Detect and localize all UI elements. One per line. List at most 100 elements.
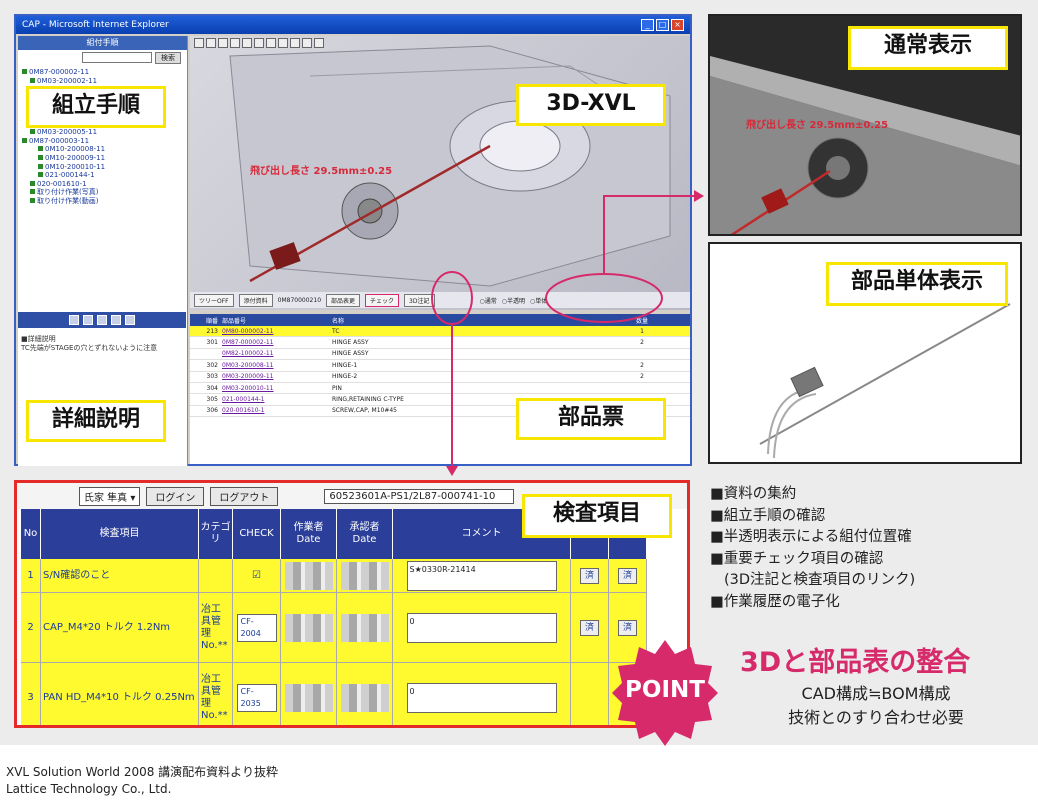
tree-item[interactable]: 020-001610-1	[22, 180, 183, 189]
part-number-link[interactable]: 0M87-000002-11	[222, 339, 274, 347]
tree-item[interactable]: 0M10-200010-11	[22, 163, 183, 172]
bom-update-button[interactable]: 部品表更	[326, 293, 361, 307]
part-id-label: 0M870000210	[277, 296, 322, 304]
tree-item[interactable]: 0M87-000003-11	[22, 137, 183, 146]
comment-cell[interactable]: 0	[393, 593, 571, 663]
last-icon[interactable]	[125, 315, 135, 325]
done-button[interactable]: 済	[579, 619, 599, 636]
tool-icon[interactable]	[302, 38, 312, 48]
tool-id-field[interactable]: CF-2004	[236, 613, 277, 642]
drawing-code-field[interactable]: 60523601A-PS1/2L87-000741-10	[324, 488, 515, 504]
pane-header: 組付手順	[18, 36, 187, 50]
tool-icon[interactable]	[290, 38, 300, 48]
tree-item-label: 0M87-000003-11	[29, 136, 90, 145]
tool-icon[interactable]	[254, 38, 264, 48]
tool-icon[interactable]	[242, 38, 252, 48]
part-number-link[interactable]: 0M03-200008-11	[222, 361, 274, 369]
part-number-link[interactable]: 0M03-200009-11	[222, 373, 274, 381]
status-cell[interactable]	[571, 663, 609, 725]
point-title: 3Dと部品表の整合	[740, 647, 971, 678]
tree-item-label: 0M87-000002-11	[29, 68, 90, 76]
search-button[interactable]: 検索	[155, 52, 181, 64]
inspection-header: カテゴリ	[199, 509, 233, 559]
part-name: TC	[332, 327, 340, 335]
tool-icon[interactable]	[194, 38, 204, 48]
comment-cell[interactable]: 0	[393, 663, 571, 725]
part-icon	[30, 180, 35, 186]
tree-item[interactable]: 0M03-200005-11	[22, 128, 183, 137]
tool-icon[interactable]	[218, 38, 228, 48]
comment-textarea[interactable]: 0	[406, 682, 557, 713]
status-cell[interactable]: 済	[571, 559, 609, 593]
prev-icon[interactable]	[83, 315, 93, 325]
check-cell[interactable]: CF-2004	[233, 593, 281, 663]
status-cell[interactable]: 済	[571, 593, 609, 663]
tree-item[interactable]: 取り付け作業(写真)	[22, 188, 183, 197]
tool-icon[interactable]	[314, 38, 324, 48]
check-cell[interactable]: ☑	[233, 559, 281, 593]
tool-icon[interactable]	[266, 38, 276, 48]
check-box[interactable]: ☑	[252, 569, 261, 581]
check-button[interactable]: チェック	[365, 293, 400, 307]
done-button[interactable]: 済	[617, 619, 637, 636]
maximize-icon[interactable]: □	[656, 19, 669, 31]
tree-item[interactable]: 0M87-000002-11	[22, 68, 183, 77]
check-cell[interactable]: CF-2035	[233, 663, 281, 725]
next-icon[interactable]	[111, 315, 121, 325]
first-icon[interactable]	[69, 315, 79, 325]
user-select[interactable]: 氏家 隼真 ▾	[79, 486, 141, 506]
tree-item[interactable]: 021-000144-1	[22, 171, 183, 180]
tree-off-button[interactable]: ツリーOFF	[194, 293, 234, 307]
part-view-render	[759, 303, 1011, 459]
tool-id-field[interactable]: CF-2035	[236, 683, 277, 712]
logout-button[interactable]: ログアウト	[210, 486, 279, 506]
part-number-link[interactable]: 0M03-200010-11	[222, 384, 274, 392]
tree-item[interactable]: 0M03-200002-11	[22, 77, 183, 86]
slide-canvas: CAP - Microsoft Internet Explorer _ □ × …	[0, 0, 1038, 746]
approver-date-cell	[337, 559, 393, 593]
part-qty: 1	[640, 327, 644, 335]
3d-viewport[interactable]: 飛び出し長さ 29.5mm±0.25 ツリーOFF 添付資料 0M8700002…	[190, 36, 690, 310]
minimize-icon[interactable]: _	[641, 19, 654, 31]
part-number-link[interactable]: 020-001610-1	[222, 407, 265, 415]
login-button[interactable]: ログイン	[146, 486, 205, 506]
done-button[interactable]: 済	[617, 567, 637, 584]
inspection-panel: 氏家 隼真 ▾ ログイン ログアウト 60523601A-PS1/2L87-00…	[14, 480, 690, 728]
bom-no: 306	[206, 407, 218, 415]
radio-normal[interactable]: ○通常	[479, 297, 497, 305]
part-number-link[interactable]: 0M80-000002-11	[222, 327, 274, 335]
comment-cell[interactable]: S★0330R-21414	[393, 559, 571, 593]
radio-translucent[interactable]: ○半透明	[501, 297, 526, 305]
tree-item[interactable]: 0M10-200009-11	[22, 154, 183, 163]
play-icon[interactable]	[97, 315, 107, 325]
window-titlebar[interactable]: CAP - Microsoft Internet Explorer _ □ ×	[16, 16, 690, 34]
tool-icon[interactable]	[206, 38, 216, 48]
part-number-link[interactable]: 0M82-100002-11	[222, 350, 274, 358]
close-icon[interactable]: ×	[671, 19, 684, 31]
part-number-link[interactable]: 021-000144-1	[222, 396, 265, 404]
radio-single[interactable]: ○単体	[530, 297, 548, 305]
search-input[interactable]	[82, 52, 152, 63]
done-button[interactable]: 済	[579, 567, 599, 584]
3d-note-button[interactable]: 3D注記	[404, 293, 435, 307]
tree-item-label: 取り付け作業(写真)	[37, 188, 99, 197]
part-icon	[22, 69, 27, 74]
comment-textarea[interactable]: S★0330R-21414	[406, 560, 557, 591]
tool-icon[interactable]	[278, 38, 288, 48]
bom-no: 304	[206, 384, 218, 392]
point-badge	[612, 640, 718, 746]
attachments-button[interactable]: 添付資料	[238, 293, 273, 307]
tool-icon[interactable]	[230, 38, 240, 48]
tree-item[interactable]: 0M10-200008-11	[22, 145, 183, 154]
tree-item[interactable]: 取り付け作業(動画)	[22, 197, 183, 206]
status-cell[interactable]: 済	[609, 559, 647, 593]
comment-textarea[interactable]: 0	[406, 612, 557, 643]
